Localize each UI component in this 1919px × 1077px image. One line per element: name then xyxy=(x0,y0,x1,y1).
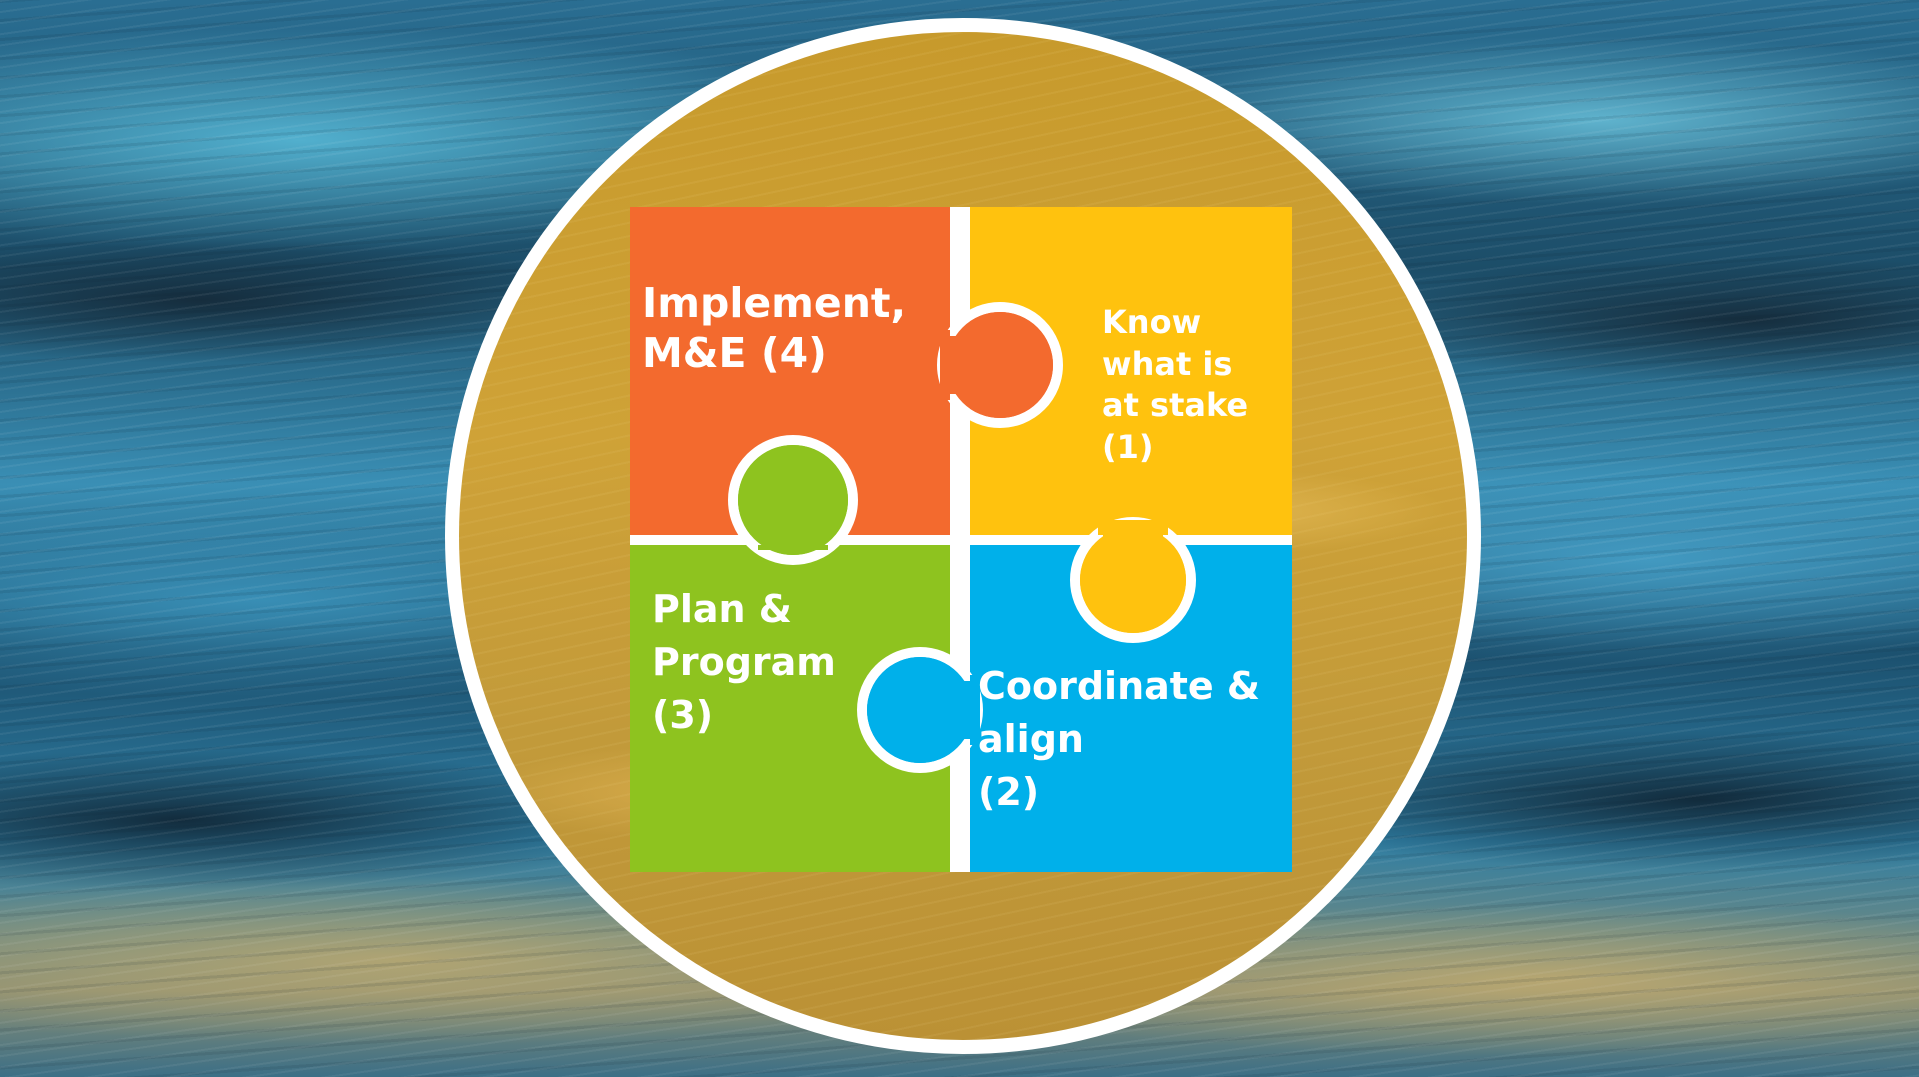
label-coordinate: Coordinate & align (2) xyxy=(978,664,1261,815)
label-implement: Implement, M&E (4) xyxy=(642,279,907,378)
puzzle-tab-orange-bridge xyxy=(940,336,1000,394)
puzzle-seam-horizontal xyxy=(630,535,1292,545)
puzzle-tab-blue-bridge xyxy=(920,681,970,739)
puzzle-tab-green-bridge xyxy=(763,500,823,545)
puzzle-tab-yellow-bridge xyxy=(1103,535,1163,580)
label-plan: Plan & Program (3) xyxy=(652,587,836,738)
label-know: Know what is at stake (1) xyxy=(1102,303,1249,466)
